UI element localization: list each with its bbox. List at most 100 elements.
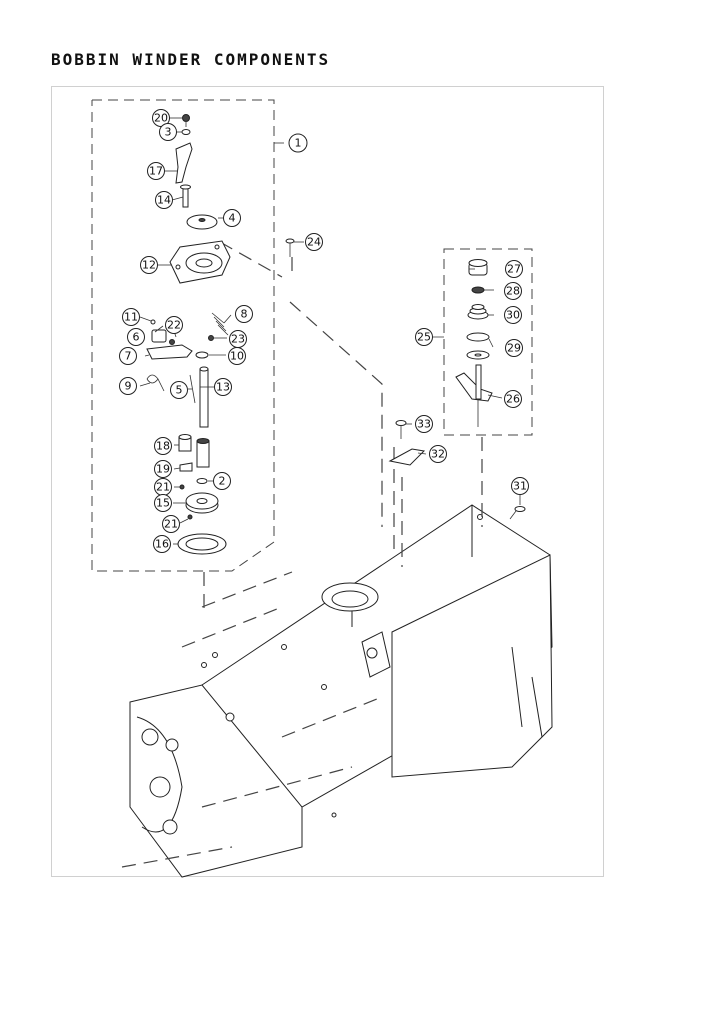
svg-text:29: 29 [507, 342, 521, 355]
svg-text:19: 19 [156, 463, 170, 476]
assembly-25-group-box [443, 248, 533, 436]
callout-1: 1 [288, 133, 308, 153]
plate-part-32 [388, 448, 426, 466]
svg-text:28: 28 [506, 285, 520, 298]
screw-part-22 [169, 339, 175, 345]
lever-part-17 [175, 142, 193, 184]
shaft-part-14 [180, 184, 191, 208]
callout-16: 16 [153, 535, 171, 553]
callout-28: 28 [504, 282, 522, 300]
callout-5: 5 [170, 381, 188, 399]
callout-22: 22 [165, 316, 183, 334]
callout-26: 26 [504, 390, 522, 408]
svg-text:26: 26 [506, 393, 520, 406]
callout-15: 15 [154, 494, 172, 512]
svg-text:33: 33 [417, 418, 431, 431]
callout-21-bottom: 21 [162, 515, 180, 533]
callout-2: 2 [213, 472, 231, 490]
callout-18: 18 [154, 437, 172, 455]
callout-3: 3 [159, 123, 177, 141]
svg-text:6: 6 [133, 331, 140, 344]
callout-21-top: 21 [154, 478, 172, 496]
svg-text:12: 12 [142, 259, 156, 272]
shaft-part-13 [199, 366, 209, 428]
washer-part-10 [195, 351, 209, 359]
discs-part-29 [466, 332, 490, 360]
washer-part-3 [181, 129, 191, 135]
screw-part-33 [395, 420, 407, 439]
knob-part-27 [468, 259, 488, 276]
svg-text:25: 25 [417, 331, 431, 344]
svg-text:5: 5 [176, 384, 183, 397]
callout-20: 20 [152, 109, 170, 127]
callout-30: 30 [504, 306, 522, 324]
machine-arm-body [121, 504, 553, 878]
svg-text:3: 3 [165, 126, 172, 139]
callout-24: 24 [305, 233, 323, 251]
nut-part-28 [471, 286, 485, 294]
callout-14: 14 [155, 191, 173, 209]
clip-part-19 [179, 462, 193, 472]
svg-text:9: 9 [125, 380, 132, 393]
svg-text:22: 22 [167, 319, 181, 332]
svg-text:14: 14 [157, 194, 171, 207]
pin-part-11 [150, 319, 156, 325]
screw-part-20 [182, 114, 190, 127]
callout-33: 33 [415, 415, 433, 433]
svg-text:23: 23 [231, 333, 245, 346]
assembly-1-group-box [91, 99, 275, 572]
callout-29: 29 [505, 339, 523, 357]
svg-text:2: 2 [219, 475, 226, 488]
callout-4: 4 [223, 209, 241, 227]
svg-text:21: 21 [164, 518, 178, 531]
callout-12: 12 [140, 256, 158, 274]
block-part-6 [151, 329, 167, 343]
callout-32: 32 [429, 445, 447, 463]
callout-23: 23 [229, 330, 247, 348]
svg-text:10: 10 [230, 350, 244, 363]
svg-text:30: 30 [506, 309, 520, 322]
housing-part-12 [169, 240, 231, 284]
svg-text:27: 27 [507, 263, 521, 276]
diagram-canvas: 20 3 1 17 14 4 24 12 27 28 8 30 11 22 6 … [91, 99, 553, 878]
svg-text:31: 31 [513, 480, 527, 493]
exploded-parts-diagram: 20 3 1 17 14 4 24 12 27 28 8 30 11 22 6 … [51, 86, 604, 878]
spring-part-30 [467, 304, 489, 320]
svg-text:20: 20 [154, 112, 168, 125]
screw-part-31 [509, 506, 526, 520]
svg-text:32: 32 [431, 448, 445, 461]
spring-part-8 [211, 312, 229, 336]
svg-text:1: 1 [295, 137, 302, 150]
callout-7: 7 [119, 347, 137, 365]
ring-part-2 [196, 478, 208, 484]
callout-17: 17 [147, 162, 165, 180]
svg-text:4: 4 [229, 212, 236, 225]
callout-19: 19 [154, 460, 172, 478]
spring-part-9 [146, 374, 165, 392]
pulley-part-15 [185, 492, 219, 514]
callout-10: 10 [228, 347, 246, 365]
callout-9: 9 [119, 377, 137, 395]
callout-25: 25 [415, 328, 433, 346]
callout-31: 31 [511, 477, 529, 495]
svg-text:8: 8 [241, 308, 248, 321]
pin-part-5 [189, 374, 196, 404]
callout-8: 8 [235, 305, 253, 323]
svg-text:7: 7 [125, 350, 132, 363]
screw-part-21-b [187, 514, 193, 520]
callout-27: 27 [505, 260, 523, 278]
rubber-ring-part-16 [177, 533, 227, 555]
cap-part-4 [186, 214, 218, 230]
plate-part-7 [146, 344, 193, 360]
svg-text:15: 15 [156, 497, 170, 510]
collar-part-18 [178, 434, 210, 468]
svg-text:13: 13 [216, 381, 230, 394]
screw-part-23 [208, 335, 214, 341]
callout-6: 6 [127, 328, 145, 346]
svg-text:16: 16 [155, 538, 169, 551]
callout-11: 11 [122, 308, 140, 326]
screw-part-24 [285, 238, 295, 257]
svg-text:18: 18 [156, 440, 170, 453]
callout-13: 13 [214, 378, 232, 396]
svg-text:11: 11 [124, 311, 138, 324]
